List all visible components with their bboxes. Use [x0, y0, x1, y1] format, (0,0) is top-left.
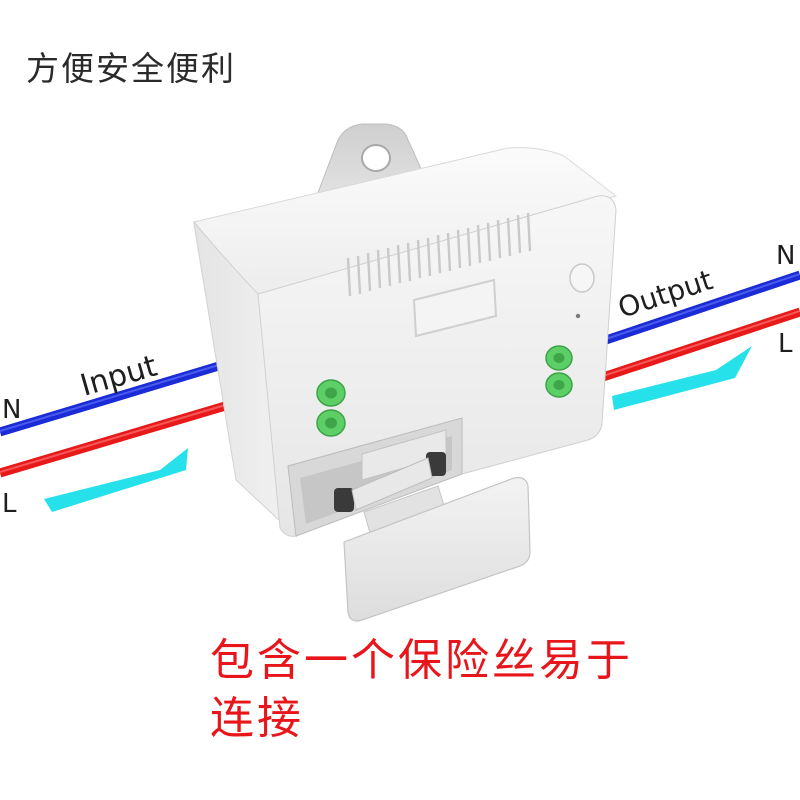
- bottom-caption: 包含一个保险丝易于 连接: [210, 632, 730, 748]
- label-window: [412, 278, 498, 338]
- right-n-label: N: [776, 241, 795, 271]
- fuse-cap-left: [334, 488, 354, 512]
- fuse-cap-right: [426, 452, 446, 476]
- left-terminal: [316, 379, 346, 437]
- left-n-label: N: [2, 395, 21, 425]
- input-flow-arrow: [44, 448, 188, 512]
- right-l-label: L: [778, 329, 793, 359]
- output-flow-arrow: [612, 346, 752, 410]
- indicator-dot: [575, 313, 581, 319]
- vent-grille: [346, 212, 532, 297]
- right-terminal: [545, 345, 573, 398]
- output-wires: [598, 270, 800, 383]
- fuse-glass: [351, 457, 433, 511]
- bottom-caption-line-2: 连接: [210, 693, 304, 744]
- bottom-caption-line-1: 包含一个保险丝易于: [210, 635, 633, 686]
- mounting-hole: [361, 144, 391, 172]
- top-caption: 方便安全便利: [26, 49, 236, 88]
- box-front: [257, 195, 617, 537]
- left-l-label: L: [2, 489, 17, 519]
- test-button: [569, 263, 595, 293]
- junction-box: [193, 123, 618, 622]
- fuse-lid: [343, 477, 531, 622]
